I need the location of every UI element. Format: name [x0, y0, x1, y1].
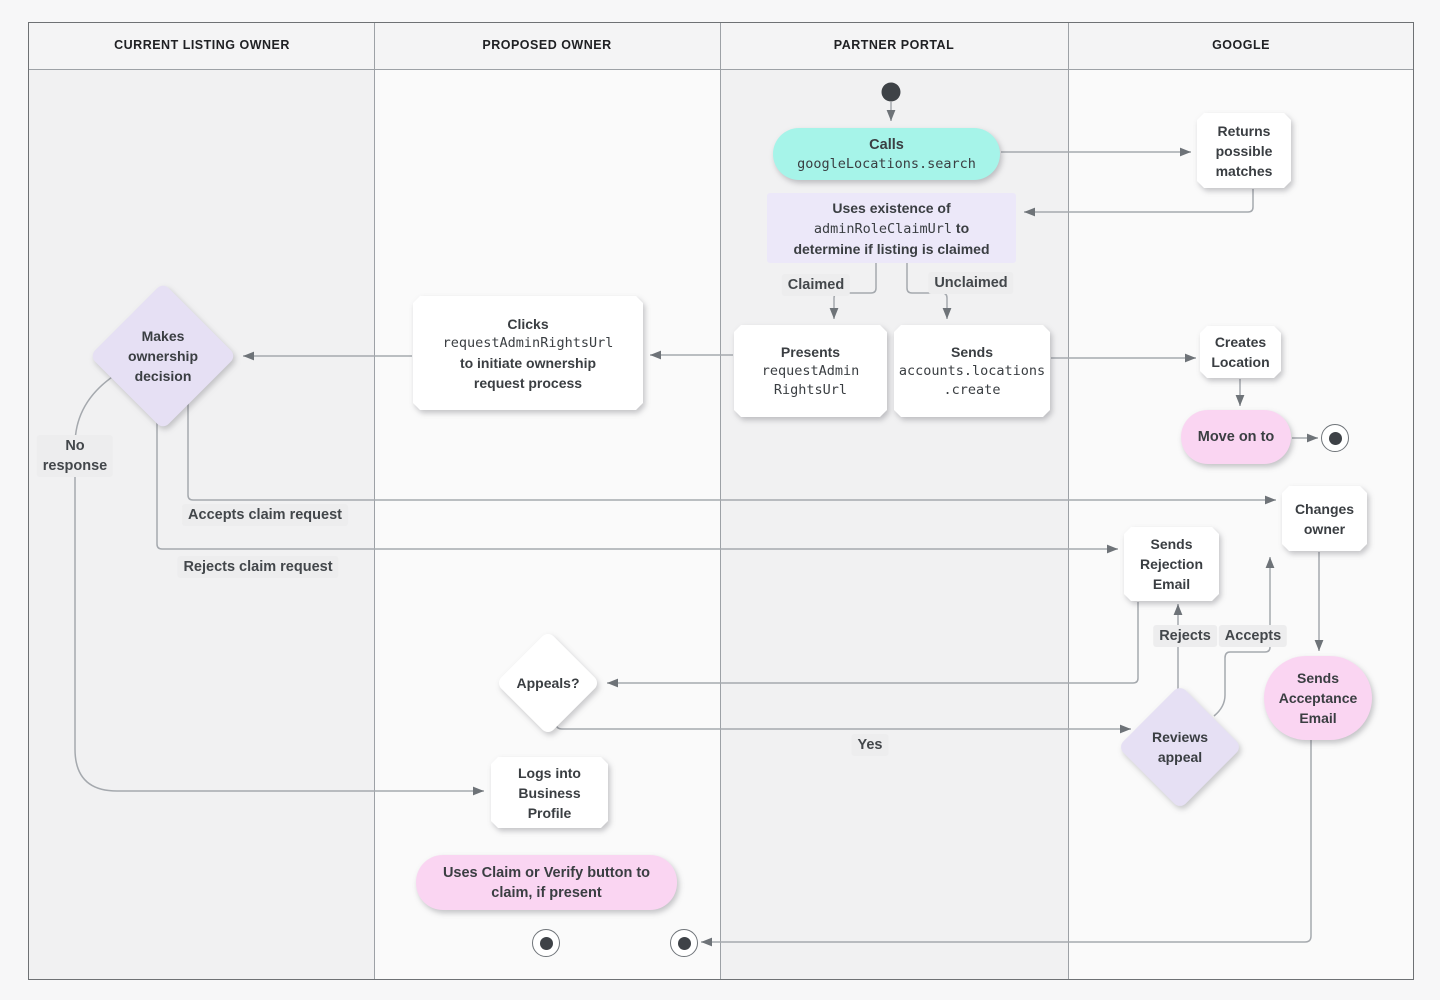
node-returns-possible-matches: Returns possible matches: [1197, 113, 1291, 188]
node-move-on-to: Move on to: [1181, 410, 1291, 464]
node-appeals: Appeals?: [495, 630, 601, 736]
node-uses-claim-or-verify: Uses Claim or Verify button to claim, if…: [416, 855, 677, 910]
lane-title-partner-portal: PARTNER PORTAL: [833, 38, 955, 52]
node-text: Sends Rejection Email: [1139, 536, 1203, 592]
lane-title-current-listing-owner: CURRENT LISTING OWNER: [114, 38, 290, 52]
node-text: to initiate ownership request process: [459, 354, 597, 391]
node-text: Appeals?: [516, 675, 580, 691]
end-node: [532, 929, 560, 957]
lane-title-proposed-owner: PROPOSED OWNER: [482, 38, 612, 52]
node-changes-owner: Changes owner: [1282, 486, 1367, 551]
node-code: googleLocations.search: [797, 155, 976, 172]
node-code: requestAdminRightsUrl: [442, 334, 614, 351]
node-uses-existence: Uses existence of adminRoleClaimUrl to d…: [767, 193, 1016, 263]
edge-label-accepts-claim-request: Accepts claim request: [182, 504, 348, 526]
node-sends-accounts-locations-create: Sends accounts.locations .create: [894, 325, 1050, 417]
lane-title-google: GOOGLE: [1212, 38, 1270, 52]
node-title: Sends: [950, 344, 993, 360]
edge-label-unclaimed: Unclaimed: [928, 272, 1014, 294]
node-text: Move on to: [1197, 429, 1275, 445]
node-line3: determine if listing is claimed: [793, 240, 990, 257]
edge-label-rejects: Rejects: [1153, 625, 1217, 647]
node-text: Makes ownership decision: [127, 328, 198, 384]
lane-divider: [374, 23, 375, 979]
node-calls-google-locations-search: Calls googleLocations.search: [773, 128, 1000, 180]
node-sends-acceptance-email: Sends Acceptance Email: [1264, 656, 1372, 740]
edge-label-accepts: Accepts: [1218, 625, 1288, 647]
node-text: Logs into Business Profile: [518, 764, 581, 821]
node-code: adminRoleClaimUrl: [813, 220, 953, 237]
node-sends-rejection-email: Sends Rejection Email: [1124, 527, 1219, 601]
edge-label-claimed: Claimed: [781, 274, 851, 296]
node-code: requestAdmin RightsUrl: [761, 363, 860, 398]
lane-divider: [1068, 23, 1069, 979]
node-presents-request-admin-rights-url: Presents requestAdmin RightsUrl: [734, 325, 887, 417]
node-reviews-appeal: Reviews appeal: [1117, 684, 1243, 810]
node-line1: Uses existence of: [832, 199, 951, 216]
start-node: [881, 82, 901, 102]
node-title: Clicks: [507, 315, 549, 332]
node-makes-ownership-decision: Makes ownership decision: [89, 282, 237, 430]
node-logs-into-business-profile: Logs into Business Profile: [491, 757, 608, 828]
node-text: Uses Claim or Verify button to claim, if…: [442, 864, 651, 901]
node-title: Presents: [780, 344, 841, 360]
lane-divider: [720, 23, 721, 979]
node-text: Reviews appeal: [1151, 729, 1209, 765]
edge-label-yes: Yes: [851, 734, 889, 756]
end-node-dot: [1328, 431, 1342, 445]
node-text: Sends Acceptance Email: [1278, 670, 1358, 726]
node-text: Changes owner: [1294, 500, 1355, 537]
node-code: accounts.locations .create: [898, 363, 1046, 398]
end-node: [670, 929, 698, 957]
edge-label-rejects-claim-request: Rejects claim request: [177, 556, 339, 578]
end-node: [1321, 424, 1349, 452]
node-title: Calls: [869, 136, 904, 153]
lane-proposed-owner: [374, 23, 720, 979]
node-creates-location: Creates Location: [1200, 326, 1281, 378]
node-line2-suffix: to: [952, 219, 970, 236]
node-clicks-request-admin-rights-url: Clicks requestAdminRightsUrl to initiate…: [413, 296, 643, 410]
edge-label-no-response: No response: [36, 435, 114, 477]
end-node-dot: [677, 936, 691, 950]
lane-current-listing-owner: [29, 23, 374, 979]
lane-header-row: [29, 23, 1413, 70]
node-text: Returns possible matches: [1215, 122, 1273, 179]
node-text: Creates Location: [1211, 334, 1270, 370]
end-node-dot: [539, 936, 553, 950]
